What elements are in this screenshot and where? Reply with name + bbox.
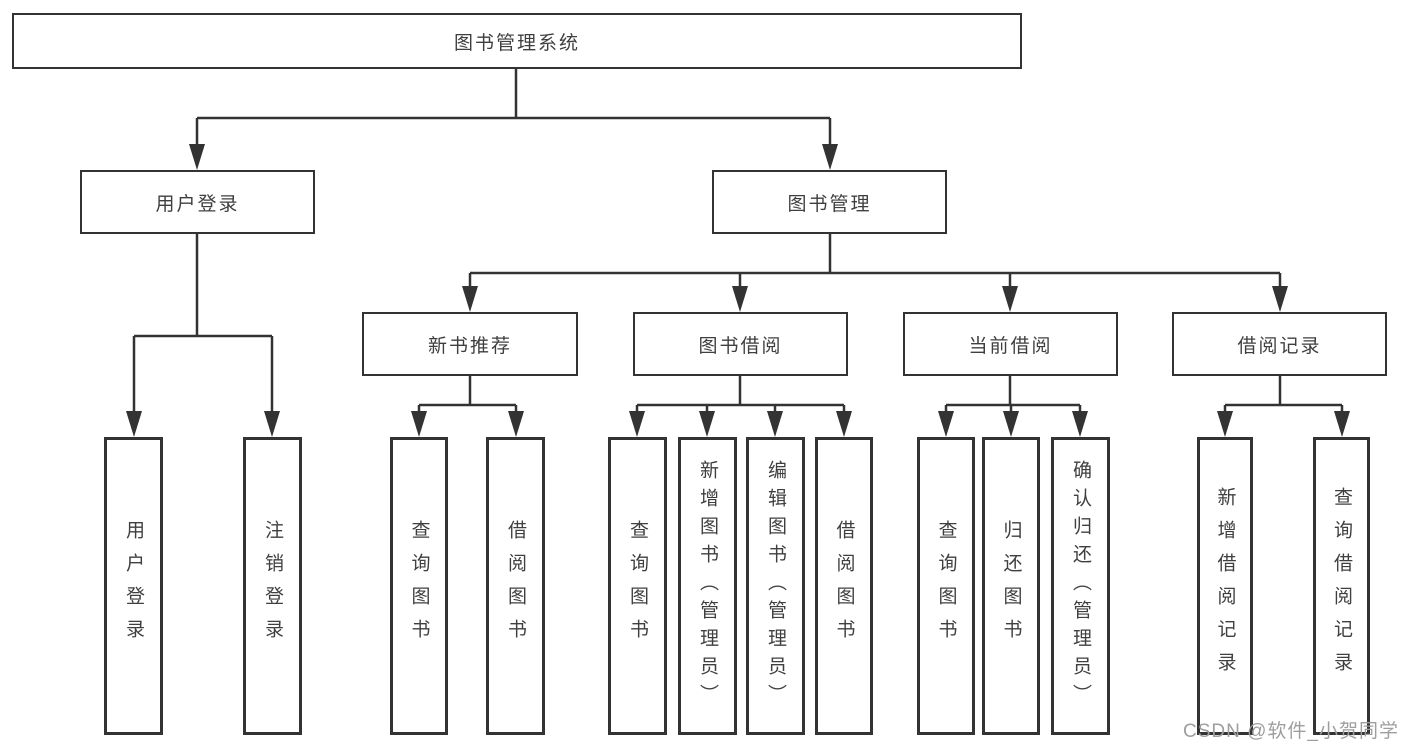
node-book-borrowing: 图书借阅 bbox=[633, 312, 848, 376]
leaf-add-books-admin: 新增图书（管理员） bbox=[678, 437, 737, 735]
connector-root-to-level2 bbox=[189, 69, 838, 170]
connector-current-borrow-to-leaves bbox=[938, 376, 1088, 437]
leaf-edit-books-admin: 编辑图书（管理员） bbox=[746, 437, 805, 735]
leaf-logout: 注销登录 bbox=[243, 437, 302, 735]
leaf-query-books: 查询图书 bbox=[917, 437, 975, 735]
connector-user-login-to-leaves bbox=[126, 234, 280, 437]
leaf-query-books: 查询图书 bbox=[608, 437, 667, 735]
node-new-book-recommendation: 新书推荐 bbox=[362, 312, 578, 376]
node-current-borrowing: 当前借阅 bbox=[903, 312, 1118, 376]
connector-borrow-records-to-leaves bbox=[1217, 376, 1350, 437]
leaf-return-books: 归还图书 bbox=[982, 437, 1040, 735]
connector-new-books-to-leaves bbox=[411, 376, 524, 437]
node-borrowing-records: 借阅记录 bbox=[1172, 312, 1387, 376]
connector-book-mgmt-to-level3 bbox=[462, 234, 1288, 312]
leaf-query-borrow-record: 查询借阅记录 bbox=[1313, 437, 1370, 735]
connector-book-borrow-to-leaves bbox=[629, 376, 852, 437]
leaf-add-borrow-record: 新增借阅记录 bbox=[1197, 437, 1253, 735]
leaf-query-books: 查询图书 bbox=[390, 437, 448, 735]
leaf-borrow-books: 借阅图书 bbox=[815, 437, 873, 735]
leaf-confirm-return-admin: 确认归还（管理员） bbox=[1051, 437, 1110, 735]
node-library-management-system: 图书管理系统 bbox=[12, 13, 1022, 69]
csdn-watermark: CSDN @软件_小贺同学 bbox=[1183, 721, 1399, 742]
leaf-user-login: 用户登录 bbox=[104, 437, 163, 735]
leaf-borrow-books: 借阅图书 bbox=[486, 437, 545, 735]
node-book-management: 图书管理 bbox=[712, 170, 947, 234]
node-user-login: 用户登录 bbox=[80, 170, 315, 234]
